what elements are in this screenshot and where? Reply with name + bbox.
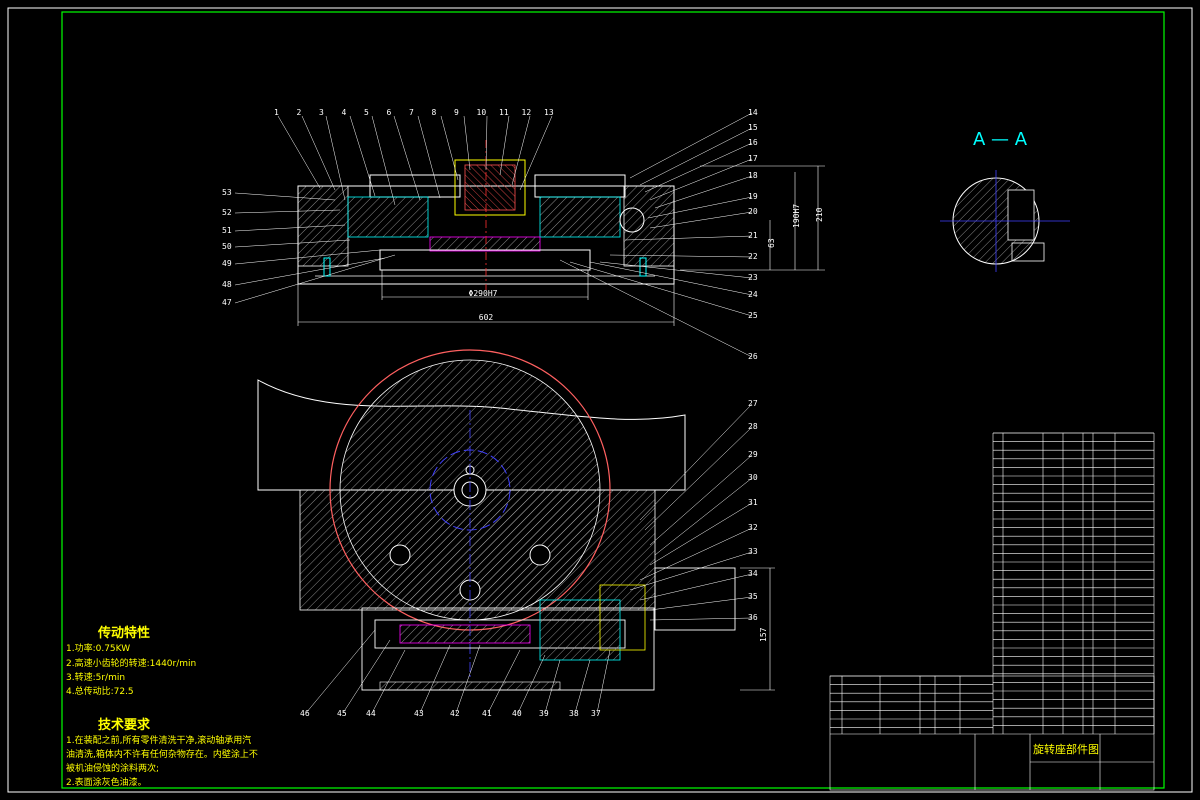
balloon-24: 24 bbox=[748, 290, 758, 299]
balloon-5: 5 bbox=[364, 108, 369, 117]
balloon-12: 12 bbox=[521, 108, 532, 117]
lower-plan-view bbox=[257, 349, 775, 691]
balloon-10: 10 bbox=[476, 108, 487, 117]
balloon-46: 46 bbox=[300, 709, 310, 718]
balloon-20: 20 bbox=[748, 207, 758, 216]
balloon-6: 6 bbox=[386, 108, 392, 117]
balloon-13: 13 bbox=[544, 108, 554, 117]
balloon-52: 52 bbox=[222, 208, 232, 217]
transmission-heading: 传动特性 bbox=[98, 626, 151, 641]
balloon-36: 36 bbox=[748, 613, 758, 622]
balloon-53: 53 bbox=[222, 188, 232, 197]
balloon-50: 50 bbox=[222, 242, 232, 251]
section-label: A — A bbox=[973, 129, 1028, 150]
dim-bore: Φ290H7 bbox=[469, 289, 498, 298]
dim-width: 602 bbox=[479, 313, 494, 322]
requirements-line-2: 油清洗,箱体内不许有任何杂物存在。内壁涂上不 bbox=[66, 750, 258, 760]
balloon-21: 21 bbox=[748, 231, 758, 240]
transmission-line-2: 2.高速小齿轮的转速:1440r/min bbox=[66, 659, 197, 669]
balloon-1: 1 bbox=[274, 108, 279, 117]
parts-list-table bbox=[830, 432, 1155, 734]
balloon-48: 48 bbox=[222, 280, 232, 289]
sheet-border-outer bbox=[7, 7, 1193, 793]
balloon-39: 39 bbox=[539, 709, 549, 718]
balloon-7: 7 bbox=[409, 108, 414, 117]
section-a-a-view bbox=[940, 170, 1070, 272]
requirements-line-4: 2.表面涂灰色油漆。 bbox=[66, 778, 147, 788]
balloon-2: 2 bbox=[296, 108, 302, 117]
balloon-26: 26 bbox=[748, 352, 758, 361]
balloon-49: 49 bbox=[222, 259, 232, 268]
balloon-44: 44 bbox=[366, 709, 376, 718]
balloon-34: 34 bbox=[748, 569, 758, 578]
balloon-15: 15 bbox=[748, 123, 758, 132]
balloon-47: 47 bbox=[222, 298, 232, 307]
balloon-35: 35 bbox=[748, 592, 758, 601]
leader-lines bbox=[234, 112, 753, 358]
balloon-29: 29 bbox=[748, 450, 758, 459]
dim-height-total: 210 bbox=[815, 207, 824, 222]
balloon-22: 22 bbox=[748, 252, 758, 261]
balloon-41: 41 bbox=[482, 709, 492, 718]
transmission-line-3: 3.转速:5r/min bbox=[66, 673, 126, 683]
balloon-18: 18 bbox=[748, 171, 758, 180]
balloon-38: 38 bbox=[569, 709, 579, 718]
balloon-43: 43 bbox=[414, 709, 424, 718]
balloon-16: 16 bbox=[748, 138, 758, 147]
balloon-8: 8 bbox=[431, 108, 437, 117]
requirements-line-3: 被机油侵蚀的涂料两次; bbox=[66, 764, 160, 774]
title-block-title: 旋转座部件图 bbox=[1033, 742, 1099, 756]
balloon-17: 17 bbox=[748, 154, 758, 163]
transmission-line-4: 4.总传动比:72.5 bbox=[66, 687, 134, 697]
sheet-border-inner bbox=[61, 11, 1165, 789]
balloon-33: 33 bbox=[748, 547, 758, 556]
balloon-30: 30 bbox=[748, 473, 758, 482]
balloon-28: 28 bbox=[748, 422, 758, 431]
balloon-9: 9 bbox=[454, 108, 459, 117]
balloon-14: 14 bbox=[748, 108, 758, 117]
balloon-31: 31 bbox=[748, 498, 758, 507]
transmission-line-1: 1.功率:0.75KW bbox=[66, 644, 131, 654]
balloon-11: 11 bbox=[499, 108, 509, 117]
balloon-4: 4 bbox=[341, 108, 347, 117]
balloon-23: 23 bbox=[748, 273, 758, 282]
dim-height-upper: 190H7 bbox=[792, 204, 801, 228]
leader-lines-lower bbox=[305, 403, 753, 714]
dim-motor: 157 bbox=[759, 627, 768, 642]
requirements-heading: 技术要求 bbox=[98, 718, 151, 733]
dim-height-lower: 63 bbox=[767, 238, 776, 248]
balloon-3: 3 bbox=[319, 108, 324, 117]
balloon-19: 19 bbox=[748, 192, 758, 201]
balloon-32: 32 bbox=[748, 523, 758, 532]
balloon-51: 51 bbox=[222, 226, 232, 235]
balloon-25: 25 bbox=[748, 311, 758, 320]
requirements-line-1: 1.在装配之前,所有零件清洗干净,滚动轴承用汽 bbox=[66, 736, 252, 746]
balloon-27: 27 bbox=[748, 399, 758, 408]
balloon-37: 37 bbox=[591, 709, 601, 718]
balloon-42: 42 bbox=[450, 709, 460, 718]
balloon-45: 45 bbox=[337, 709, 347, 718]
balloon-40: 40 bbox=[512, 709, 522, 718]
title-block bbox=[829, 675, 1155, 791]
top-section-view bbox=[297, 140, 825, 326]
